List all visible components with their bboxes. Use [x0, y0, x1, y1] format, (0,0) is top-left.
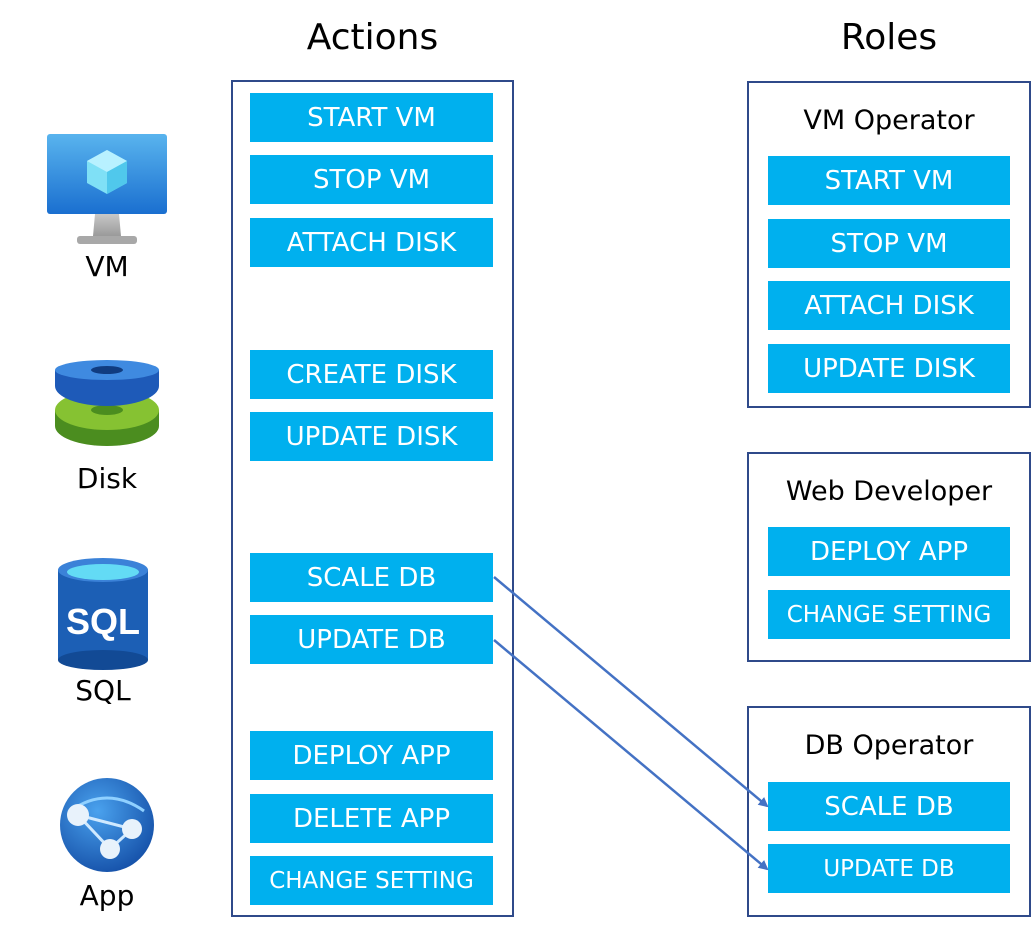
role-vm-start-vm[interactable]: START VM	[768, 156, 1010, 205]
action-delete-app[interactable]: DELETE APP	[250, 794, 493, 843]
action-deploy-app[interactable]: DEPLOY APP	[250, 731, 493, 780]
resource-app: App	[47, 775, 167, 912]
web-app-globe-icon	[60, 778, 154, 872]
sql-database-icon: SQL	[58, 558, 148, 670]
resource-label: Disk	[76, 462, 138, 495]
action-start-vm[interactable]: START VM	[250, 93, 493, 142]
vm-monitor-icon	[47, 134, 167, 244]
action-stop-vm[interactable]: STOP VM	[250, 155, 493, 204]
disk-icon	[55, 360, 159, 446]
action-scale-db[interactable]: SCALE DB	[250, 553, 493, 602]
arrow-scale-db	[493, 576, 769, 808]
resource-label: App	[79, 879, 135, 912]
action-update-db[interactable]: UPDATE DB	[250, 615, 493, 664]
role-db-scale-db[interactable]: SCALE DB	[768, 782, 1010, 831]
role-web-change-setting[interactable]: CHANGE SETTING	[768, 590, 1010, 639]
role-vm-stop-vm[interactable]: STOP VM	[768, 219, 1010, 268]
role-title: DB Operator	[804, 730, 974, 761]
role-db-update-db[interactable]: UPDATE DB	[768, 844, 1010, 893]
role-title: VM Operator	[803, 105, 975, 136]
roles-heading: Roles	[840, 17, 938, 58]
action-attach-disk[interactable]: ATTACH DISK	[250, 218, 493, 267]
action-change-setting[interactable]: CHANGE SETTING	[250, 856, 493, 905]
role-web-deploy-app[interactable]: DEPLOY APP	[768, 527, 1010, 576]
resource-label: VM	[85, 250, 129, 283]
role-vm-update-disk[interactable]: UPDATE DISK	[768, 344, 1010, 393]
action-create-disk[interactable]: CREATE DISK	[250, 350, 493, 399]
resource-disk: Disk	[47, 360, 167, 495]
actions-heading: Actions	[306, 17, 439, 58]
action-update-disk[interactable]: UPDATE DISK	[250, 412, 493, 461]
resource-label: SQL	[75, 674, 131, 707]
role-title: Web Developer	[785, 476, 993, 507]
resource-sql: SQL SQL	[43, 556, 163, 707]
arrow-update-db	[493, 639, 769, 871]
svg-text:SQL: SQL	[66, 601, 140, 642]
resource-vm: VM	[47, 132, 167, 283]
role-vm-attach-disk[interactable]: ATTACH DISK	[768, 281, 1010, 330]
